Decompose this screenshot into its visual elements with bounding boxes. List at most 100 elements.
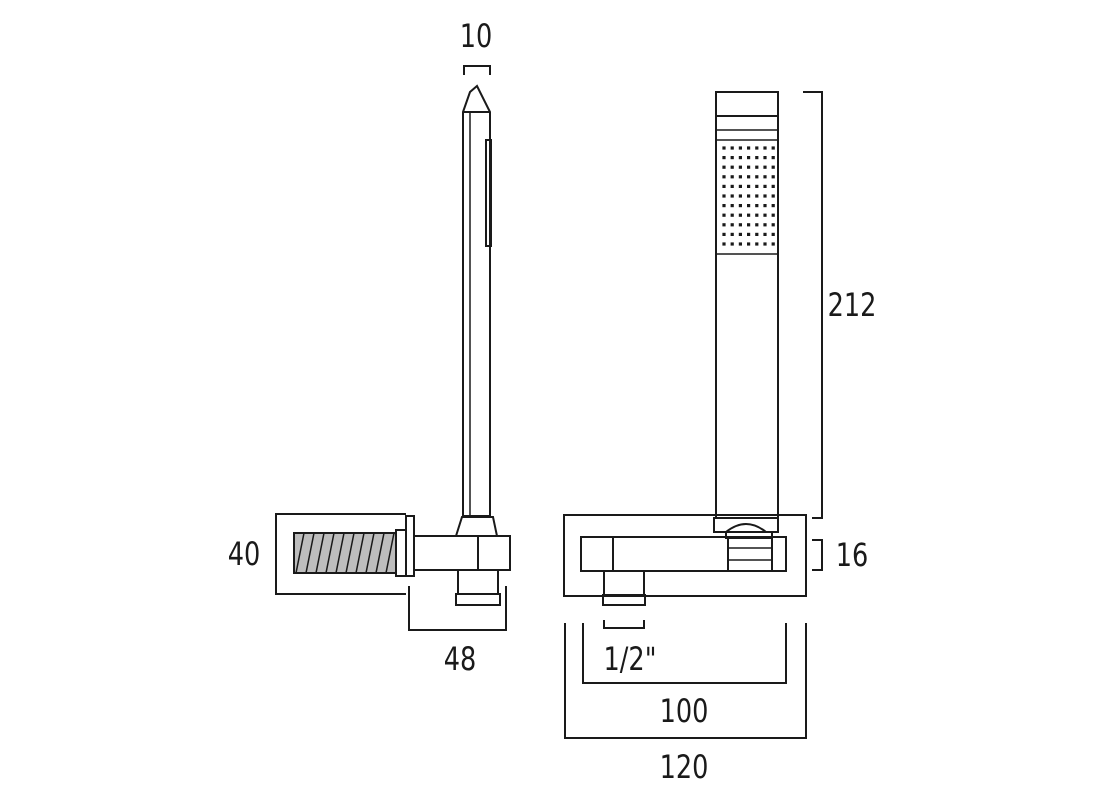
spray-nozzle	[722, 194, 726, 198]
dim-label-10: 10	[460, 17, 493, 55]
spray-nozzle	[747, 213, 751, 217]
dim-label-100: 100	[660, 692, 709, 730]
spray-nozzle	[722, 146, 726, 150]
spray-nozzle	[755, 204, 759, 208]
spray-nozzle	[763, 184, 767, 188]
spray-nozzle	[730, 156, 734, 160]
spray-nozzle	[730, 165, 734, 169]
side-elbow-body	[413, 535, 511, 571]
front-wall-plate	[563, 514, 807, 597]
spray-nozzle	[738, 184, 742, 188]
front-handset	[715, 91, 779, 519]
spray-nozzle	[763, 194, 767, 198]
dim-label-thread: 1/2"	[604, 640, 657, 678]
spray-nozzle	[763, 204, 767, 208]
dim-line-40	[275, 513, 406, 595]
spray-nozzle	[763, 146, 767, 150]
spray-nozzle	[771, 242, 775, 246]
spray-nozzle	[771, 223, 775, 227]
dim-label-120: 120	[660, 748, 709, 786]
front-view: 212 16 1/2" 100 120	[563, 91, 877, 786]
spray-nozzle	[763, 165, 767, 169]
dim-line-10	[463, 65, 491, 75]
spray-nozzle	[722, 242, 726, 246]
spray-nozzle	[747, 223, 751, 227]
spray-nozzle	[755, 213, 759, 217]
spray-nozzle	[738, 175, 742, 179]
spray-nozzle	[747, 232, 751, 236]
side-threaded-inlet	[293, 529, 407, 577]
front-elbow-body	[580, 536, 787, 572]
spray-nozzle	[730, 184, 734, 188]
spray-nozzle	[738, 213, 742, 217]
spray-nozzle	[747, 165, 751, 169]
spray-nozzle	[755, 232, 759, 236]
spray-nozzle	[747, 194, 751, 198]
side-cradle	[454, 516, 499, 537]
spray-nozzle	[771, 232, 775, 236]
spray-nozzle	[738, 204, 742, 208]
spray-nozzle	[763, 156, 767, 160]
spray-nozzle	[738, 194, 742, 198]
spray-nozzle	[763, 242, 767, 246]
spray-nozzle	[730, 213, 734, 217]
spray-nozzle	[722, 213, 726, 217]
spray-nozzle	[755, 184, 759, 188]
dim-line-48	[408, 586, 507, 631]
spray-nozzle	[771, 156, 775, 160]
spray-nozzle	[763, 223, 767, 227]
spray-nozzle	[722, 204, 726, 208]
spray-nozzle	[730, 223, 734, 227]
spray-nozzle	[730, 175, 734, 179]
spray-nozzle	[763, 232, 767, 236]
spray-nozzle	[738, 242, 742, 246]
front-cradle	[713, 517, 779, 539]
dim-label-40: 40	[228, 535, 261, 573]
spray-nozzle	[763, 175, 767, 179]
dim-label-16: 16	[836, 536, 869, 574]
dim-line-120	[564, 623, 807, 739]
spray-nozzle	[730, 242, 734, 246]
spray-nozzle	[771, 165, 775, 169]
spray-nozzle	[722, 165, 726, 169]
spray-nozzle	[755, 242, 759, 246]
spray-nozzle	[771, 175, 775, 179]
spray-nozzle	[755, 146, 759, 150]
spray-nozzle	[763, 213, 767, 217]
spray-nozzle	[747, 175, 751, 179]
spray-nozzle	[730, 146, 734, 150]
spray-nozzle	[755, 175, 759, 179]
spray-nozzle	[722, 156, 726, 160]
spray-nozzle-grid	[722, 146, 775, 246]
side-wall-flange	[405, 515, 415, 577]
spray-nozzle	[730, 204, 734, 208]
spray-nozzle	[738, 165, 742, 169]
dim-label-212: 212	[828, 286, 877, 324]
spray-nozzle	[771, 194, 775, 198]
front-outlet-nut	[602, 570, 646, 606]
spray-nozzle	[738, 156, 742, 160]
spray-nozzle	[771, 184, 775, 188]
spray-nozzle	[722, 232, 726, 236]
side-view: 10 40 48	[228, 17, 511, 678]
dim-line-16	[812, 539, 823, 571]
spray-nozzle	[747, 242, 751, 246]
dim-line-212	[803, 91, 823, 519]
dim-line-100	[582, 623, 787, 684]
dim-line-thread	[603, 620, 645, 629]
spray-nozzle	[755, 223, 759, 227]
spray-nozzle	[722, 223, 726, 227]
spray-nozzle	[730, 232, 734, 236]
side-handset	[462, 84, 492, 517]
spray-nozzle	[771, 146, 775, 150]
spray-nozzle	[747, 146, 751, 150]
spray-nozzle	[747, 184, 751, 188]
spray-nozzle	[738, 232, 742, 236]
spray-nozzle	[747, 204, 751, 208]
spray-nozzle	[738, 146, 742, 150]
dim-label-48: 48	[444, 640, 477, 678]
spray-nozzle	[722, 175, 726, 179]
spray-nozzle	[771, 213, 775, 217]
spray-nozzle	[771, 204, 775, 208]
